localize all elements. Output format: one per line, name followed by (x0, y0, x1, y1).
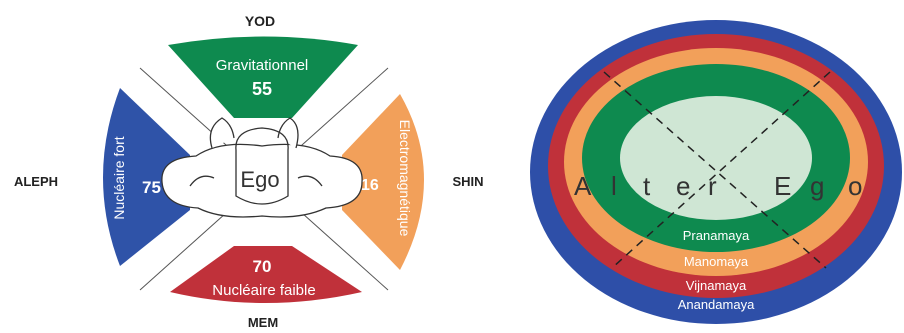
forces-diagram: Gravitationnel 55 70 Nucléaire faible Nu… (14, 13, 484, 330)
letter-aleph: ALEPH (14, 174, 58, 189)
alter-ego-letter-7: o (848, 171, 862, 201)
sector-top-value: 55 (252, 79, 272, 99)
koshas-diagram: A l t e r E g o Pranamaya Manomaya Vijna… (530, 20, 902, 324)
label-vijnamaya: Vijnamaya (686, 278, 747, 293)
alter-ego-letter-2: t (643, 171, 651, 201)
sector-right-name: Electromagnétique (397, 120, 413, 237)
sector-top (168, 36, 358, 118)
layer-core (620, 96, 812, 220)
alter-ego-letter-1: l (611, 171, 617, 201)
letter-mem: MEM (248, 315, 278, 330)
letter-yod: YOD (245, 13, 275, 29)
sector-bottom (170, 246, 362, 303)
ego-label: Ego (240, 167, 279, 192)
alter-ego-letter-0: A (574, 171, 592, 201)
sector-top-name: Gravitationnel (216, 57, 309, 74)
ego-figure (161, 117, 363, 218)
dashed-diagonals (603, 71, 831, 269)
sector-left (103, 88, 190, 266)
letter-shin: SHIN (452, 174, 483, 189)
alter-ego-letter-6: g (810, 171, 824, 201)
sector-right (342, 94, 424, 270)
alter-ego-label: A l t e r E g o (574, 171, 862, 201)
sector-left-name: Nucléaire fort (111, 136, 127, 219)
label-manomaya: Manomaya (684, 254, 749, 269)
sector-right-value: 16 (361, 177, 379, 194)
alter-ego-letter-4: r (708, 171, 717, 201)
alter-ego-letter-5: E (774, 171, 791, 201)
label-anandamaya: Anandamaya (678, 297, 755, 312)
sector-bottom-name: Nucléaire faible (212, 282, 315, 299)
alter-ego-letter-3: e (676, 171, 690, 201)
sector-bottom-value: 70 (253, 257, 272, 276)
label-pranamaya: Pranamaya (683, 228, 750, 243)
sector-left-value: 75 (142, 178, 161, 197)
